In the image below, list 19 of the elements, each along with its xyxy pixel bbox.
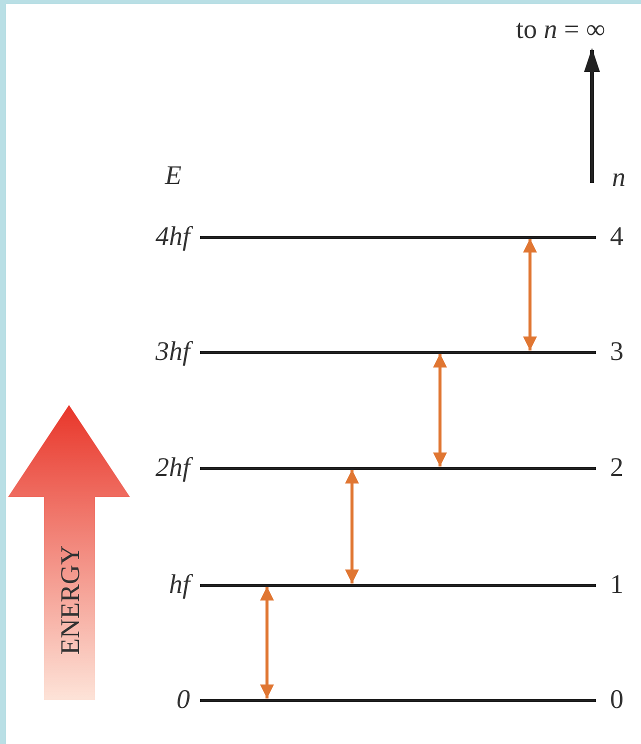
double-arrow	[433, 354, 447, 466]
quantum-number-axis-label: n	[612, 162, 626, 192]
energy-level-line	[200, 466, 596, 470]
quantum-number-label: 0	[610, 684, 624, 714]
double-arrow	[345, 470, 359, 584]
energy-level-line	[200, 236, 596, 238]
quantum-number-label: 4	[610, 221, 624, 251]
energy-value-label: 0	[176, 684, 190, 714]
infinity-label: to n = ∞	[516, 14, 606, 44]
quantum-number-label: 2	[610, 452, 624, 482]
energy-level-line	[200, 350, 596, 354]
double-arrow	[260, 586, 274, 698]
quantum-number-label: 1	[610, 569, 624, 599]
energy-level-line	[200, 584, 596, 586]
energy-axis-label: E	[165, 160, 182, 190]
energy-label: ENERGY	[55, 545, 85, 655]
quantum-number-label: 3	[610, 336, 624, 366]
energy-level-line	[200, 698, 596, 702]
double-arrow	[523, 238, 537, 350]
